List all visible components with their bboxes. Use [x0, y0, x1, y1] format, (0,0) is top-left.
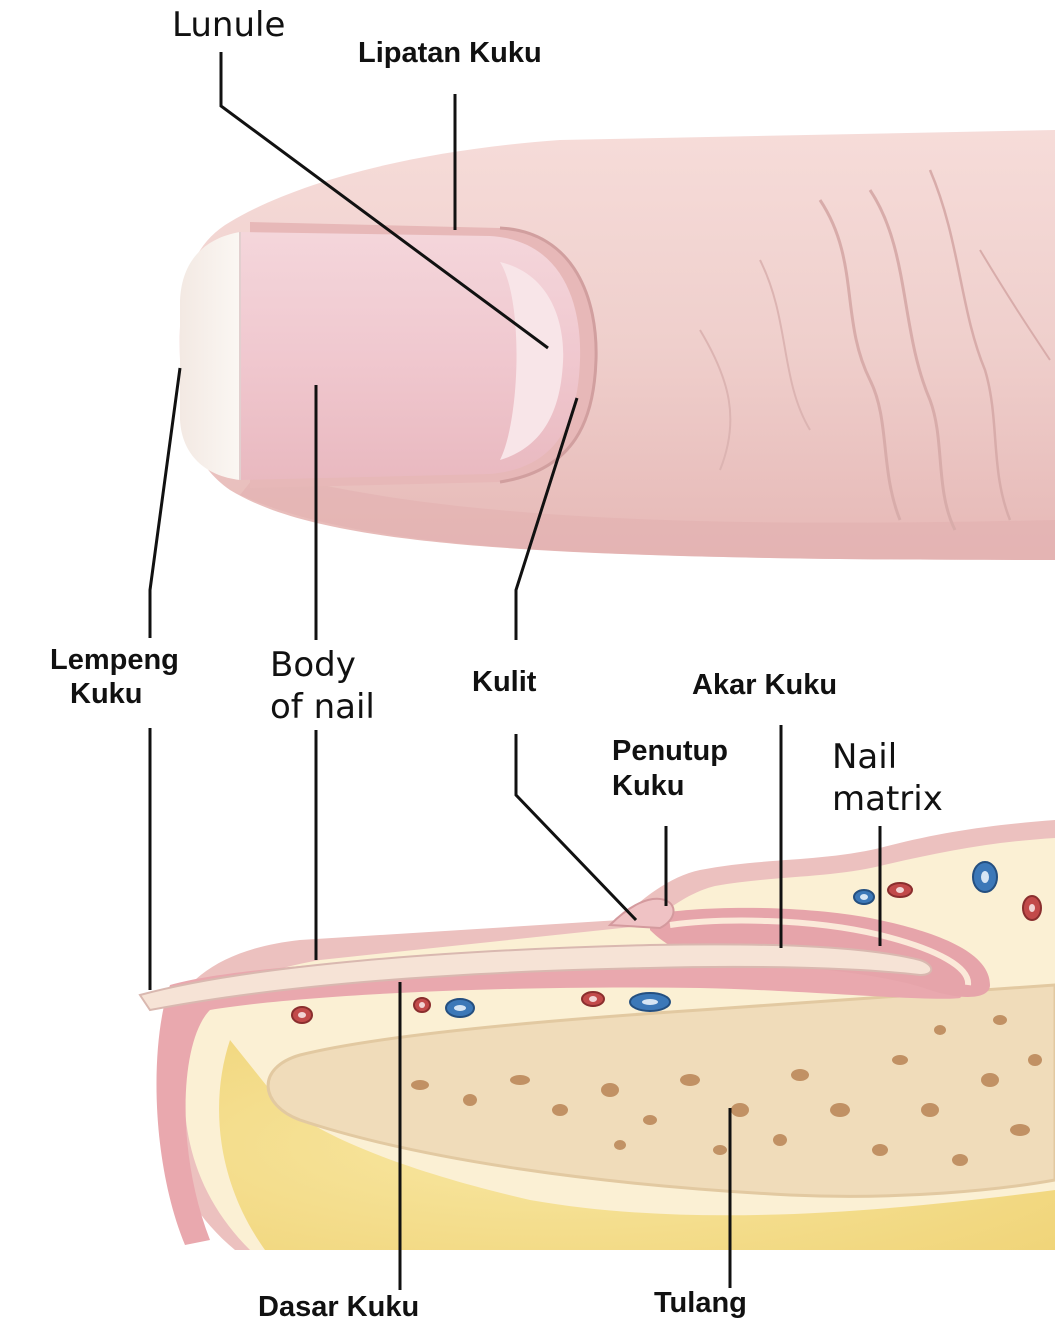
label-lempeng-kuku-line2: Kuku — [70, 679, 143, 709]
label-akar-kuku: Akar Kuku — [692, 670, 837, 700]
label-lunule: Lunule — [172, 8, 285, 44]
label-tulang: Tulang — [654, 1288, 747, 1318]
label-body-of-nail-line2: of nail — [270, 690, 375, 726]
finger-exterior — [180, 130, 1055, 560]
label-penutup-kuku-line2: Kuku — [612, 771, 685, 801]
label-lempeng-kuku-line1: Lempeng — [50, 645, 179, 675]
label-nail-matrix-line1: Nail — [832, 740, 897, 776]
label-nail-matrix-line2: matrix — [832, 782, 943, 818]
label-lipatan-kuku: Lipatan Kuku — [358, 38, 542, 68]
nail-cross-section — [140, 820, 1055, 1250]
label-kulit: Kulit — [472, 667, 536, 697]
label-body-of-nail-line1: Body — [270, 648, 356, 684]
nail-free-edge — [180, 232, 240, 480]
label-dasar-kuku: Dasar Kuku — [258, 1292, 419, 1322]
label-penutup-kuku-line1: Penutup — [612, 736, 728, 766]
leader-lempeng-kuku-top — [150, 368, 180, 638]
